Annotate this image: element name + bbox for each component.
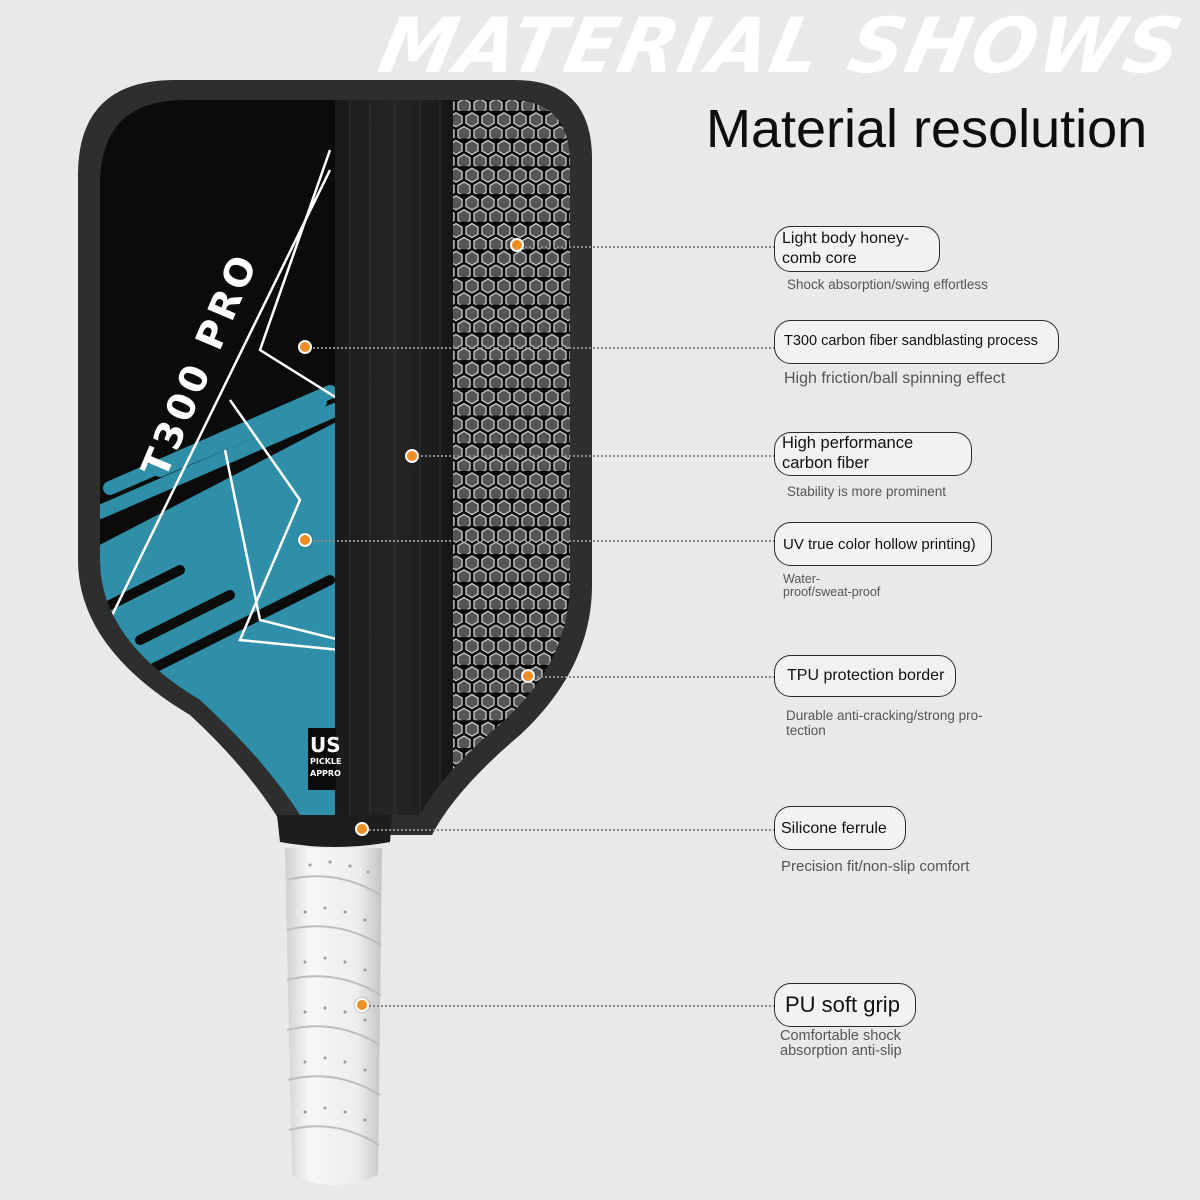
callout-marker (298, 340, 312, 354)
callout-label-carbon-sandblasting: T300 carbon fiber sandblasting process (774, 320, 1059, 364)
usa-badge: US PICKLE APPRO (308, 728, 341, 790)
callout-marker (298, 533, 312, 547)
callout-desc-uv-printing: Water- proof/sweat-proof (783, 572, 881, 599)
callout-desc-carbon-sandblasting: High friction/ball spinning effect (784, 370, 1006, 387)
callout-label-tpu-border: TPU protection border (774, 655, 956, 697)
leader-line (362, 1005, 775, 1007)
callout-marker (521, 669, 535, 683)
svg-text:APPRO: APPRO (310, 769, 341, 778)
svg-text:PICKLE: PICKLE (310, 757, 341, 766)
callout-desc-honeycomb-core: Shock absorption/swing effortless (787, 277, 988, 292)
leader-line (305, 540, 775, 542)
subtitle: Material resolution (706, 99, 1148, 159)
carbon-strip (335, 100, 453, 815)
callout-label-pu-grip: PU soft grip (774, 983, 916, 1027)
callout-marker (355, 822, 369, 836)
leader-line (305, 347, 775, 349)
callout-marker (355, 998, 369, 1012)
callout-label-silicone-ferrule: Silicone ferrule (774, 806, 906, 850)
pu-grip (285, 848, 382, 1185)
callout-label-carbon-fiber: High performance carbon fiber (774, 432, 972, 476)
leader-line (517, 246, 775, 248)
leader-line (412, 455, 775, 457)
callout-label-uv-printing: UV true color hollow printing) (774, 522, 992, 566)
leader-line (362, 829, 775, 831)
callout-desc-pu-grip: Comfortable shock absorption anti-slip (780, 1028, 902, 1059)
callout-label-honeycomb-core: Light body honey- comb core (774, 226, 940, 272)
callout-marker (405, 449, 419, 463)
silicone-ferrule (277, 815, 392, 847)
callout-marker (510, 238, 524, 252)
callout-desc-carbon-fiber: Stability is more prominent (787, 484, 947, 499)
svg-text:US: US (310, 733, 341, 757)
callout-desc-silicone-ferrule: Precision fit/non-slip comfort (781, 858, 970, 875)
leader-line (528, 676, 775, 678)
callout-desc-tpu-border: Durable anti-cracking/strong pro- tectio… (786, 708, 983, 738)
